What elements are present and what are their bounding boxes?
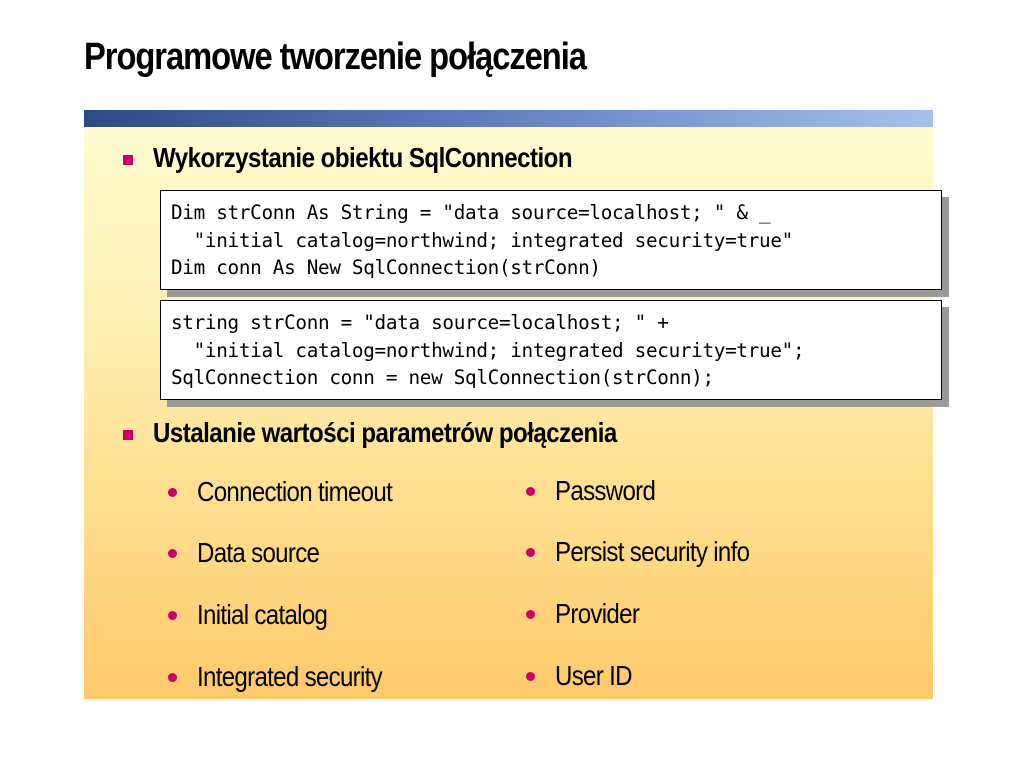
code-line: SqlConnection conn = new SqlConnection(s… (171, 366, 714, 389)
slide-title: Programowe tworzenie połączenia (84, 36, 587, 78)
param-label: Persist security info (555, 536, 750, 567)
round-bullet-icon (526, 609, 535, 619)
param-label: Provider (555, 598, 640, 629)
list-item: User ID (526, 660, 644, 692)
list-item: Password (526, 475, 672, 507)
square-bullet-icon (123, 430, 133, 440)
bullet-heading-sqlconnection: Wykorzystanie obiektu SqlConnection (153, 142, 573, 173)
code-line: string strConn = "data source=localhost;… (171, 311, 669, 334)
list-item: Persist security info (526, 536, 781, 568)
bullet-heading-parameters: Ustalanie wartości parametrów połączenia (153, 417, 617, 448)
code-block-vb: Dim strConn As String = "data source=loc… (160, 190, 942, 290)
list-item: Integrated security (168, 661, 412, 693)
round-bullet-icon (168, 672, 177, 682)
code-line: Dim strConn As String = "data source=loc… (171, 201, 771, 224)
code-line: "initial catalog=northwind; integrated s… (171, 338, 805, 362)
round-bullet-icon (526, 671, 535, 681)
list-item: Connection timeout (168, 476, 424, 508)
param-label: Data source (197, 537, 320, 568)
square-bullet-icon (123, 155, 133, 165)
round-bullet-icon (168, 548, 177, 558)
round-bullet-icon (168, 487, 177, 497)
param-label: User ID (555, 660, 632, 691)
param-label: Password (555, 475, 656, 506)
code-block-csharp: string strConn = "data source=localhost;… (160, 300, 942, 400)
list-item: Provider (526, 598, 653, 630)
code-line: Dim conn As New SqlConnection(strConn) (171, 256, 601, 279)
round-bullet-icon (526, 486, 535, 496)
round-bullet-icon (168, 610, 177, 620)
round-bullet-icon (526, 547, 535, 557)
title-underline-bar (84, 110, 933, 127)
param-label: Connection timeout (197, 476, 393, 507)
code-line: "initial catalog=northwind; integrated s… (171, 228, 794, 252)
list-item: Data source (168, 537, 339, 569)
list-item: Initial catalog (168, 599, 348, 631)
param-label: Initial catalog (197, 599, 328, 630)
param-label: Integrated security (197, 661, 383, 692)
